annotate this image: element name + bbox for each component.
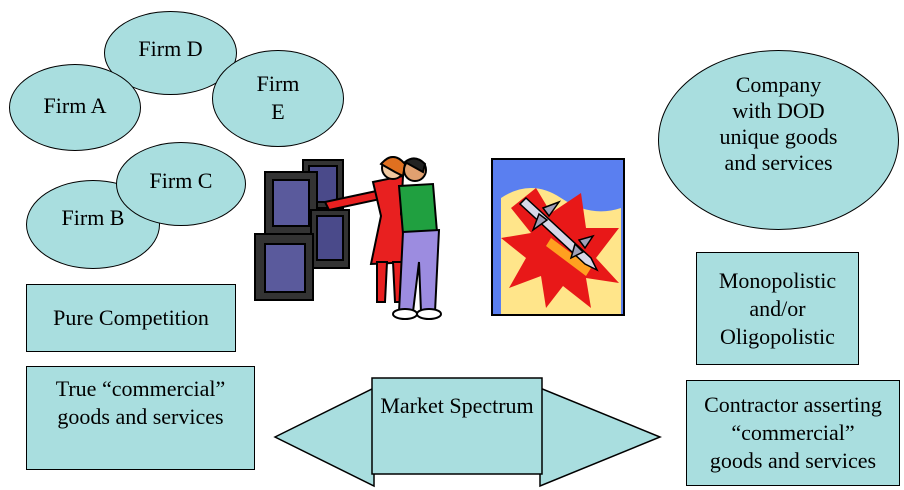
firm-b-label: Firm B xyxy=(61,205,125,230)
company-label-line1: Company xyxy=(735,72,822,97)
firm-c-label: Firm C xyxy=(149,168,213,193)
pure-competition-box: Pure Competition xyxy=(26,284,236,352)
pure-competition-label: Pure Competition xyxy=(53,305,209,330)
firm-e-ellipse xyxy=(212,50,344,147)
contractor-box: Contractor asserting “commercial” goods … xyxy=(686,380,900,486)
contractor-line1: Contractor asserting xyxy=(704,392,882,417)
firm-c-ellipse xyxy=(116,142,246,226)
missile-launch-icon xyxy=(491,158,625,316)
true-commercial-box: True “commercial” goods and services xyxy=(26,366,255,470)
company-ellipse xyxy=(658,50,899,230)
contractor-line2: “commercial” xyxy=(731,420,855,445)
company-label-line3: unique goods xyxy=(719,124,838,149)
firm-d-label: Firm D xyxy=(138,36,203,61)
company-label-line2: with DOD xyxy=(732,98,825,123)
firm-e-label-line1: Firm xyxy=(256,71,300,96)
true-commercial-line2: goods and services xyxy=(57,404,224,429)
monopolistic-line3: Oligopolistic xyxy=(720,323,835,349)
market-spectrum-label: Market Spectrum xyxy=(380,393,534,418)
monopolistic-line1: Monopolistic xyxy=(718,267,837,293)
firm-a-ellipse xyxy=(9,64,141,151)
company-label-line4: and services xyxy=(724,150,833,175)
firm-a-label: Firm A xyxy=(43,93,107,118)
firm-e-label-line2: E xyxy=(271,99,285,124)
monopolistic-box: Monopolistic and/or Oligopolistic xyxy=(696,252,859,365)
true-commercial-line1: True “commercial” xyxy=(55,376,226,401)
monopolistic-line2: and/or xyxy=(749,295,806,321)
contractor-line3: goods and services xyxy=(709,448,877,473)
people-at-monitors-icon xyxy=(254,156,442,320)
